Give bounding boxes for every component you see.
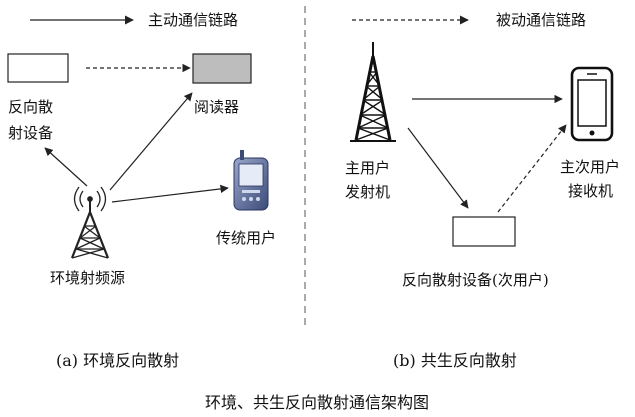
primary-transmitter-label-line2: 发射机 xyxy=(345,183,390,201)
figure-caption: 环境、共生反向散射通信架构图 xyxy=(205,393,429,412)
left-backscatter-device-label-line1: 反向散 xyxy=(8,98,53,116)
right-backscatter-device-box xyxy=(452,216,516,247)
link-transmitter-to-device xyxy=(407,127,469,209)
link-source-to-reader xyxy=(109,92,193,191)
radio-tower-icon xyxy=(70,186,110,259)
primary-transmitter-label-line1: 主用户 xyxy=(345,159,390,177)
receiver-label-line1: 主次用户 xyxy=(560,158,620,176)
legend-active-label: 主动通信链路 xyxy=(148,11,238,29)
legend-passive-label: 被动通信链路 xyxy=(496,11,586,29)
left-backscatter-device-label-line2: 射设备 xyxy=(8,124,53,142)
link-device-to-receiver xyxy=(497,124,567,213)
receiver-label-line2: 接收机 xyxy=(568,182,613,200)
left-backscatter-device-box xyxy=(7,53,69,83)
link-source-to-device xyxy=(44,147,88,187)
cell-tower-icon xyxy=(350,42,396,142)
right-backscatter-device-label: 反向散射设备(次用户) xyxy=(402,271,549,289)
caption-left: (a) 环境反向散射 xyxy=(56,351,179,370)
legacy-user-label: 传统用户 xyxy=(216,229,276,247)
smartphone-icon xyxy=(570,66,614,142)
ambient-source-label: 环境射频源 xyxy=(50,269,125,287)
caption-right: (b) 共生反向散射 xyxy=(393,351,517,370)
reader-label: 阅读器 xyxy=(194,98,239,116)
handheld-device-icon xyxy=(233,150,269,211)
reader-box xyxy=(192,53,252,84)
link-source-to-legacy-user xyxy=(111,184,229,203)
